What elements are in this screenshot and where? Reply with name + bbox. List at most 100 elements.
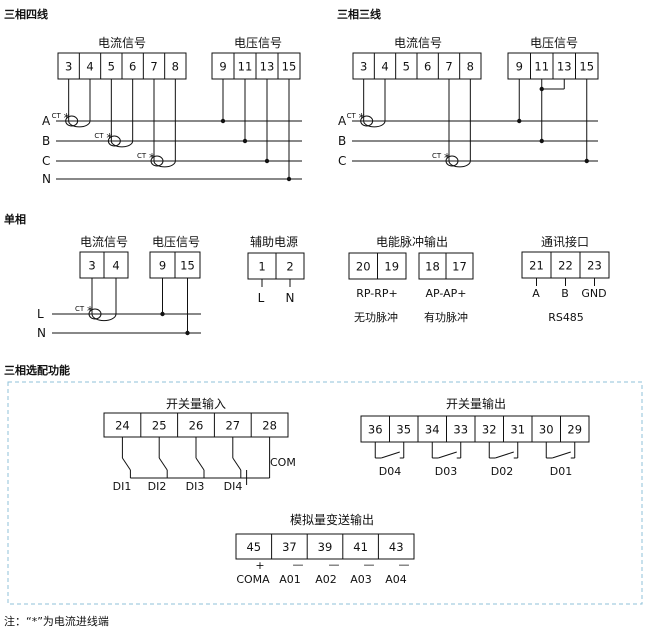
switch-contact <box>195 457 205 471</box>
junction-dot <box>539 138 544 144</box>
terminal-number: 15 <box>180 259 195 273</box>
ct-polarity-mark: * <box>359 111 365 125</box>
terminal-number: 17 <box>452 260 467 274</box>
terminal-number: 15 <box>282 60 297 74</box>
ct-label: CT <box>75 305 85 313</box>
terminal-number: 8 <box>172 60 179 74</box>
phase-label: B <box>42 134 50 148</box>
analog-sign-a03: — <box>364 558 375 571</box>
terminal-number: 9 <box>159 259 166 273</box>
terminal-number: 7 <box>445 60 452 74</box>
ct-lead <box>363 79 386 128</box>
phase-label: N <box>37 326 46 340</box>
terminal-number: 1 <box>258 260 265 274</box>
phase-lines: ABC <box>338 114 598 168</box>
phase-label: N <box>42 172 51 186</box>
reactive-pulse-name: 无功脉冲 <box>354 310 398 324</box>
ct-polarity-mark: * <box>444 151 450 165</box>
terminal-number: 31 <box>510 423 525 437</box>
junction-dot <box>160 311 165 317</box>
section-title-three-phase-four-wire: 三相四线 <box>4 7 48 21</box>
terminal-number: 36 <box>368 423 383 437</box>
terminal-number: 37 <box>282 540 297 554</box>
terminal-number: 27 <box>225 419 240 433</box>
ct-polarity-mark: * <box>87 304 93 318</box>
terminal-number: 4 <box>112 259 119 273</box>
terminal-number: 4 <box>86 60 93 74</box>
terminal-number: 34 <box>425 423 440 437</box>
junction-dot <box>539 86 544 92</box>
analog-sign-a02: — <box>329 558 340 571</box>
terminal-number: 25 <box>152 419 167 433</box>
switch-contact <box>121 457 131 471</box>
terminal-number: 26 <box>189 419 204 433</box>
analog-output-label: 模拟量变送输出 <box>290 512 374 527</box>
active-pulse-name: 有功脉冲 <box>424 310 468 324</box>
ct-lead <box>91 278 117 322</box>
energy-pulse-output-label: 电能脉冲输出 <box>376 234 448 249</box>
analog-label-a03: A03 <box>350 573 372 586</box>
analog-sign-a01: — <box>293 558 304 571</box>
terminal-number: 5 <box>108 60 115 74</box>
ct-lead <box>448 79 471 168</box>
voltage-signal-label: 电压信号 <box>152 235 200 249</box>
junction-dot <box>286 176 292 182</box>
reactive-pulse-pins: RP-RP+ <box>356 287 398 300</box>
switch-input-label-di3: DI3 <box>186 480 205 493</box>
terminal-block-frame <box>521 251 610 279</box>
aux-power-pin-n: N <box>286 291 295 305</box>
comm-interface-label: 通讯接口 <box>541 234 589 249</box>
terminal-number: 6 <box>424 60 431 74</box>
analog-label-coma: COMA <box>236 573 270 586</box>
switch-input-label-di1: DI1 <box>113 480 132 493</box>
ct-lead <box>68 79 91 128</box>
terminal-number: 8 <box>467 60 474 74</box>
aux-power-label: 辅助电源 <box>250 235 298 249</box>
terminal-number: 28 <box>262 419 277 433</box>
analog-sign-coma: + <box>255 559 264 572</box>
section-title-three-phase-three-wire: 三相三线 <box>337 7 381 21</box>
terminal-number: 29 <box>567 423 582 437</box>
active-pulse-pins: AP-AP+ <box>425 287 466 300</box>
voltage-signal-label: 电压信号 <box>234 36 282 50</box>
ct-polarity-mark: * <box>149 151 155 165</box>
comm-protocol: RS485 <box>548 311 584 324</box>
comm-pin-b: B <box>561 287 569 300</box>
switch-output-label-d03: D03 <box>435 465 457 478</box>
connection-wires: CT*CT* <box>347 79 589 168</box>
switch-output-label-d02: D02 <box>491 465 513 478</box>
terminal-number: 6 <box>129 60 136 74</box>
terminal-number: 9 <box>219 60 226 74</box>
phase-label: L <box>37 307 44 321</box>
phase-label: C <box>42 154 50 168</box>
current-signal-label: 电流信号 <box>394 36 442 50</box>
switch-output-label: 开关量输出 <box>446 396 506 411</box>
options-dashed-frame <box>7 381 643 605</box>
ct-label: CT <box>52 112 62 120</box>
terminal-number: 13 <box>260 60 275 74</box>
terminal-number: 20 <box>356 260 371 274</box>
ct-label: CT <box>137 152 147 160</box>
comm-pin-gnd: GND <box>581 287 606 300</box>
switch-contact <box>232 457 242 471</box>
phase-lines: LN <box>37 307 201 340</box>
analog-label-a01: A01 <box>279 573 301 586</box>
analog-label-a02: A02 <box>315 573 337 586</box>
ct-coil <box>360 115 374 127</box>
ct-coil <box>445 155 459 167</box>
switch-input-common-label: COM <box>270 456 296 469</box>
analog-sign-a04: — <box>399 558 410 571</box>
current-signal-label: 电流信号 <box>98 36 146 50</box>
ct-lead <box>153 79 176 168</box>
junction-dot <box>517 118 522 124</box>
